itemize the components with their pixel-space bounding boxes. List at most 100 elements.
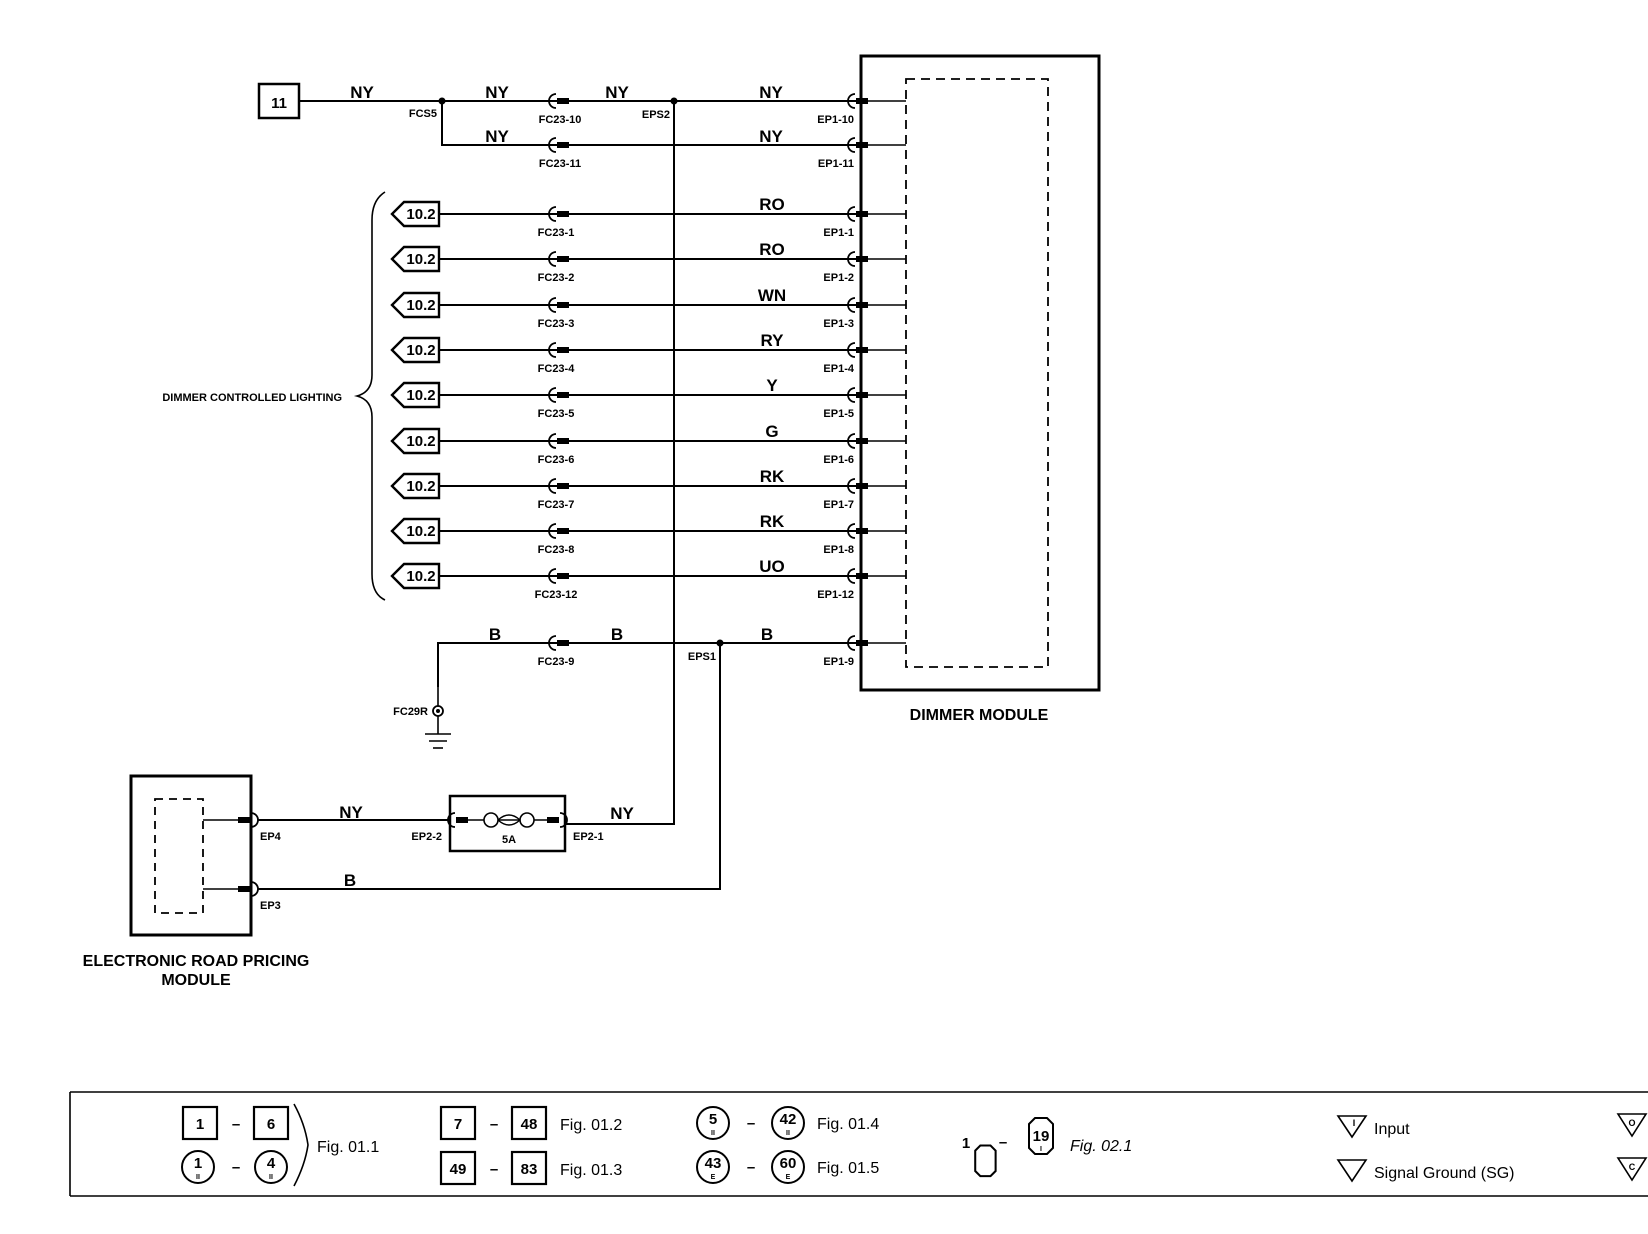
erp-wire-label-ny-left: NY: [339, 803, 363, 822]
legend-g4-a: 5: [709, 1111, 717, 1128]
fc23-connector-pin: [557, 347, 569, 353]
ep1-label: EP1-2: [823, 272, 854, 284]
legend-g1-a: 1: [196, 1116, 204, 1133]
lighting-ref-label: 10.2: [406, 568, 435, 585]
input-label: Input: [1374, 1121, 1410, 1138]
fc23-connector: [548, 523, 557, 539]
legend-g2-box-b: [510, 1105, 548, 1141]
legend-right-mark-1: O: [1628, 1118, 1635, 1128]
fc23-label: FC23-1: [538, 227, 575, 239]
legend-g5-b: 60: [780, 1155, 797, 1172]
lighting-wire-color: G: [765, 422, 778, 441]
dimmer-module-title: DIMMER MODULE: [910, 707, 1049, 724]
fcs5-splice-dot: [438, 97, 446, 105]
legend-g1-d: 4: [267, 1155, 276, 1172]
legend-g6-octagon-a: [974, 1144, 997, 1178]
legend-g2-b: 48: [521, 1116, 538, 1133]
lighting-group-label: DIMMER CONTROLLED LIGHTING: [162, 392, 342, 404]
erp-module-internal: [154, 798, 204, 914]
ep3-label: EP3: [260, 900, 281, 912]
fc23-connector-pin: [557, 392, 569, 398]
legend-g1-c-sub: II: [196, 1174, 200, 1181]
fc23-connector: [548, 251, 557, 267]
ground-point-label: FC29R: [393, 706, 428, 718]
ground-wire-label-mid: B: [611, 625, 623, 644]
wire-label-ep1-11: NY: [759, 127, 783, 146]
ep1-label: EP1-5: [823, 408, 854, 420]
lighting-wire-color: RO: [759, 195, 785, 214]
erp-module-title-line2: MODULE: [161, 972, 231, 989]
ep3-connector: [238, 881, 259, 897]
input-mark: I: [1353, 1118, 1356, 1128]
ep1-label: EP1-8: [823, 544, 854, 556]
fc23-10-connector: [548, 93, 569, 109]
erp-ground-wire: [258, 643, 721, 890]
wire-label-ep1-10: NY: [759, 83, 783, 102]
lighting-rows: 10.2FC23-1ROEP1-110.2FC23-2ROEP1-210.2FC…: [390, 195, 868, 601]
fc23-connector: [548, 297, 557, 313]
legend-g5-fig: Fig. 01.5: [817, 1160, 879, 1177]
fc23-connector-pin: [557, 438, 569, 444]
erp-module-box: [129, 774, 253, 937]
fc23-connector-pin: [557, 483, 569, 489]
legend-g5-a: 43: [705, 1155, 722, 1172]
legend-g2-fig: Fig. 01.2: [560, 1117, 622, 1134]
legend-g1-box-b: [252, 1105, 290, 1141]
lighting-wire-color: RY: [761, 331, 785, 350]
fc23-label: FC23-8: [538, 544, 575, 556]
lighting-wire-color: RK: [760, 467, 785, 486]
legend-g1-circle-d: [254, 1150, 288, 1184]
lighting-ref-label: 10.2: [406, 206, 435, 223]
ep1-connector: [847, 206, 856, 222]
lighting-wire-color: RO: [759, 240, 785, 259]
legend-g1-b: 6: [267, 1116, 275, 1133]
legend-g4-b-sub: II: [786, 1130, 790, 1137]
eps2-label: EPS2: [642, 109, 670, 121]
lighting-ref-label: 10.2: [406, 297, 435, 314]
wire-label-fc23-11-in: NY: [485, 127, 509, 146]
lighting-ref-label: 10.2: [406, 342, 435, 359]
input-triangle-icon: [1336, 1115, 1368, 1139]
fc23-label: FC23-3: [538, 318, 575, 330]
legend-g4-a-sub: II: [711, 1130, 715, 1137]
fc23-label: FC23-2: [538, 272, 575, 284]
legend-g1-dash-1: –: [232, 1116, 240, 1133]
legend-g1-circle-c: [181, 1150, 215, 1184]
legend-g6-b: 19: [1033, 1128, 1050, 1145]
legend-right-triangle-1-icon: [1616, 1113, 1648, 1138]
ep1-connector: [847, 523, 856, 539]
legend-g3-fig: Fig. 01.3: [560, 1162, 622, 1179]
ground-wire-label-right: B: [761, 625, 773, 644]
legend-g1-brace: [293, 1103, 309, 1187]
legend-g5-circle-b: [771, 1150, 805, 1184]
signal-ground-triangle-icon: [1336, 1159, 1368, 1183]
erp-wire-label-b: B: [344, 871, 356, 890]
erp-module-title-line1: ELECTRONIC ROAD PRICING: [83, 953, 310, 970]
legend-g3-a: 49: [450, 1161, 467, 1178]
ep1-label: EP1-12: [817, 589, 854, 601]
legend-g1-c: 1: [194, 1155, 202, 1172]
ground-symbol-icon: [425, 687, 451, 749]
lighting-wire-color: UO: [759, 557, 785, 576]
legend-right-mark-2: C: [1629, 1162, 1636, 1172]
legend-g3-box-b: [510, 1150, 548, 1186]
fc23-connector: [548, 433, 557, 449]
ground-wire-label-left: B: [489, 625, 501, 644]
legend-panel: 1 – 6 1 II – 4 II Fig. 01.1 7 – 48 Fig. …: [69, 1091, 1648, 1197]
feed-reference-label: 11: [271, 95, 287, 112]
fuse-icon: [447, 794, 568, 853]
lighting-ref-label: 10.2: [406, 433, 435, 450]
fc23-label: FC23-6: [538, 454, 575, 466]
fc23-connector-pin: [557, 302, 569, 308]
ep1-connector: [847, 478, 856, 494]
legend-g4-circle-a: [696, 1106, 730, 1140]
dimmer-module-internal: [905, 78, 1049, 668]
ep1-label: EP1-6: [823, 454, 854, 466]
lighting-wire-color: Y: [766, 376, 778, 395]
